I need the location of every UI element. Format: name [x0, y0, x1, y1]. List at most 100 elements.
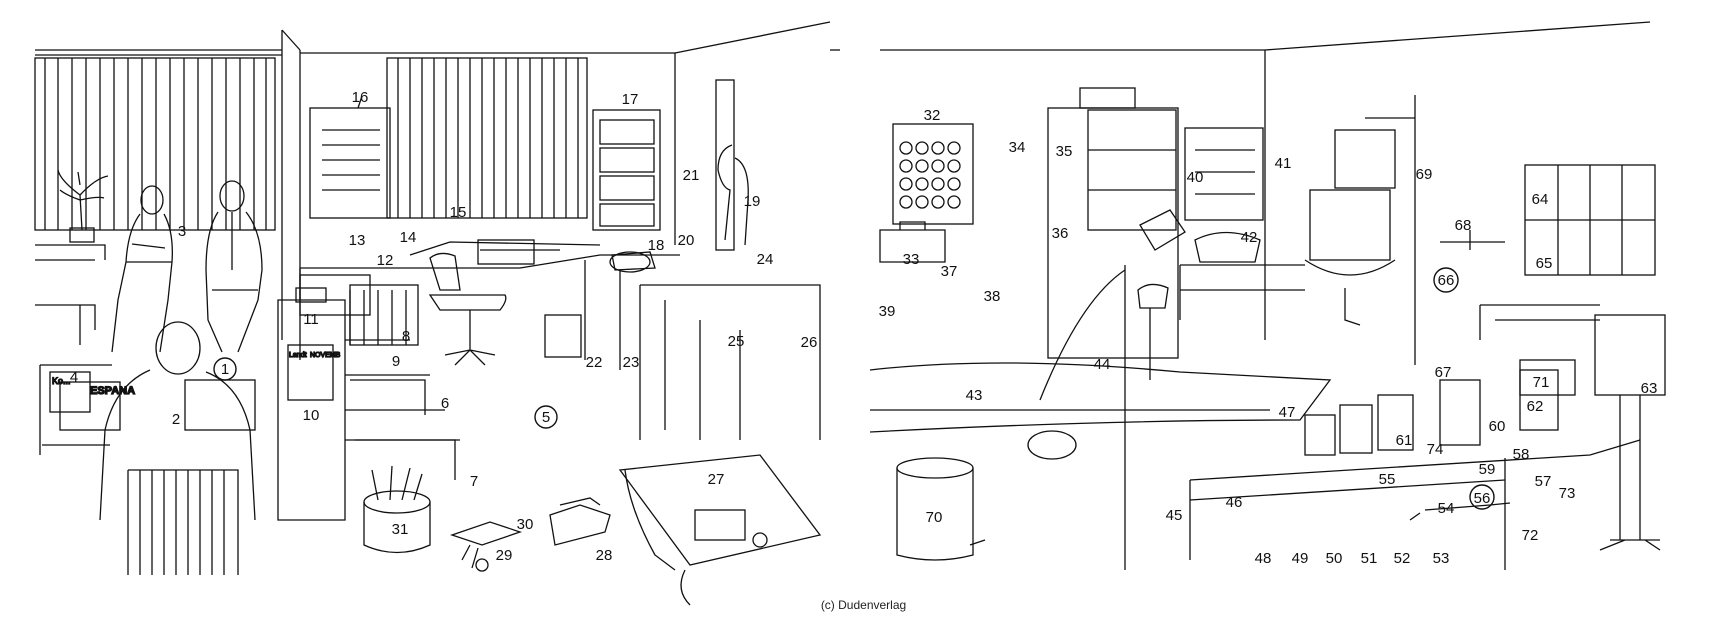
- label-33: 33: [903, 251, 920, 268]
- label-54: 54: [1438, 500, 1455, 517]
- stool: [1137, 283, 1169, 380]
- waste-bin: [544, 314, 582, 358]
- filing-cabinet: Landt NOVEMB: [277, 287, 460, 521]
- label-70: 70: [926, 509, 943, 526]
- label-10: 10: [303, 407, 320, 424]
- newspaper-headline: ESPANA: [90, 385, 135, 397]
- seated-man: [205, 180, 263, 353]
- wall-medicine-cabinet: [1184, 127, 1264, 221]
- labels: 1 2 3 4 5 6 7 8 9 10 11 12 13 14 15 16 1…: [70, 89, 1658, 567]
- circle-5: [534, 405, 558, 429]
- label-27: 27: [708, 471, 725, 488]
- label-37: 37: [941, 263, 958, 280]
- label-35: 35: [1056, 143, 1073, 160]
- stamp-pad: [449, 521, 523, 572]
- label-5: 5: [542, 409, 550, 426]
- label-20: 20: [678, 232, 695, 249]
- medicine-cabinet: [1047, 87, 1179, 359]
- label-24: 24: [757, 251, 774, 268]
- label-12: 12: [377, 252, 394, 269]
- circle-1: [213, 357, 237, 381]
- label-65: 65: [1536, 255, 1553, 272]
- label-9: 9: [392, 353, 400, 370]
- label-67: 67: [1435, 364, 1452, 381]
- label-7: 7: [470, 473, 478, 490]
- stapler: [549, 497, 611, 546]
- label-11: 11: [303, 311, 319, 328]
- copyright-credit: (c) Dudenverlag: [820, 598, 907, 612]
- examination-lamp: [1027, 209, 1186, 570]
- label-62: 62: [1527, 398, 1544, 415]
- counter: [1179, 231, 1305, 320]
- dictation-machine: [618, 454, 822, 606]
- circle-66: [1433, 267, 1459, 293]
- label-57: 57: [1535, 473, 1552, 490]
- telephone: [611, 251, 656, 271]
- label-56: 56: [1474, 490, 1491, 507]
- left-panel-drawing: ESPANA Ko...: [34, 21, 840, 606]
- pen-holder: [363, 465, 431, 554]
- label-63: 63: [1641, 380, 1658, 397]
- label-55: 55: [1379, 471, 1396, 488]
- receptionist: [715, 79, 749, 251]
- instrument-table: [1189, 439, 1641, 570]
- ecg-device: [1594, 314, 1666, 551]
- examination-couch: [869, 362, 1332, 433]
- calendar-text-left: Landt: [289, 352, 307, 359]
- label-6: 6: [441, 395, 449, 412]
- label-18: 18: [648, 237, 665, 254]
- label-22: 22: [586, 354, 603, 371]
- right-panel-drawing: [869, 21, 1666, 570]
- label-45: 45: [1166, 507, 1183, 524]
- bottles-and-trays: [1304, 359, 1576, 456]
- reception-desk: [299, 239, 821, 440]
- label-19: 19: [744, 193, 761, 210]
- first-aid-poster: [892, 123, 974, 225]
- label-71: 71: [1533, 374, 1550, 391]
- label-8: 8: [402, 328, 410, 345]
- label-73: 73: [1559, 485, 1576, 502]
- label-46: 46: [1226, 494, 1243, 511]
- label-61: 61: [1396, 432, 1413, 449]
- scale-weight: [1440, 230, 1505, 250]
- eye-chart-poster: [309, 95, 391, 219]
- infusion-stand: [1365, 95, 1416, 365]
- circle-56: [1469, 484, 1495, 510]
- label-13: 13: [349, 232, 366, 249]
- sink: [1304, 129, 1396, 326]
- label-48: 48: [1255, 550, 1272, 567]
- label-16: 16: [352, 89, 369, 106]
- reading-patient: ESPANA Ko...: [49, 321, 256, 575]
- label-36: 36: [1052, 225, 1069, 242]
- label-23: 23: [623, 354, 640, 371]
- label-40: 40: [1187, 169, 1204, 186]
- label-50: 50: [1326, 550, 1343, 567]
- label-21: 21: [683, 167, 700, 184]
- label-25: 25: [728, 333, 745, 350]
- label-28: 28: [596, 547, 613, 564]
- label-49: 49: [1292, 550, 1309, 567]
- clinic-window: [1524, 164, 1656, 276]
- pedal-bin: [896, 457, 986, 561]
- label-53: 53: [1433, 550, 1450, 567]
- doctors-bag: [879, 221, 946, 263]
- label-41: 41: [1275, 155, 1292, 172]
- label-69: 69: [1416, 166, 1433, 183]
- label-31: 31: [392, 521, 409, 538]
- syringe: [1409, 502, 1511, 521]
- newspaper-small-headline: Ko...: [52, 376, 71, 386]
- label-17: 17: [622, 91, 639, 108]
- label-3: 3: [178, 223, 186, 240]
- label-59: 59: [1479, 461, 1496, 478]
- appointment-board: [592, 109, 661, 231]
- label-74: 74: [1427, 441, 1444, 458]
- plant: [57, 169, 109, 243]
- label-15: 15: [450, 204, 467, 221]
- label-60: 60: [1489, 418, 1506, 435]
- reception-curtains: [386, 57, 588, 219]
- label-26: 26: [801, 334, 818, 351]
- waiting-room-curtains: [34, 57, 276, 231]
- label-72: 72: [1522, 527, 1539, 544]
- label-39: 39: [879, 303, 896, 320]
- seated-woman: [111, 185, 173, 353]
